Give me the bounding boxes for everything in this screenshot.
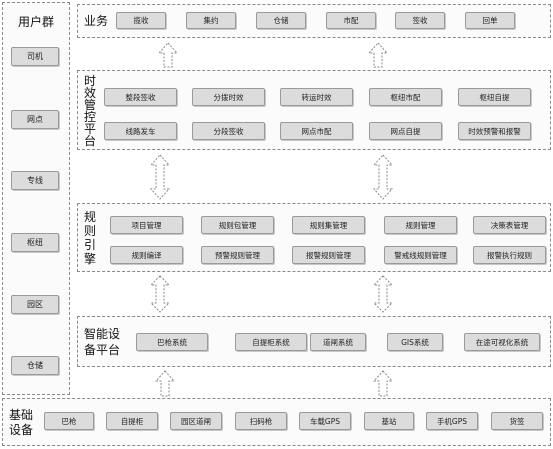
timeliness-title-3: 控 <box>84 110 97 124</box>
double-arrow-icon <box>149 154 171 200</box>
business-item: 签收 <box>395 12 445 29</box>
business-item: 揽收 <box>116 12 166 29</box>
user-item-warehouse: 仓储 <box>11 356 59 375</box>
double-arrow-icon <box>149 275 171 313</box>
smart-item: 自提柜系统 <box>235 333 307 351</box>
timeliness-title-5: 台 <box>84 134 97 148</box>
timeliness-title-0: 时 <box>84 74 97 88</box>
up-arrow-icon <box>154 370 176 397</box>
timeliness-item: 整段签收 <box>104 88 177 106</box>
infra-item: 园区道闸 <box>170 412 222 430</box>
timeliness-item: 枢纽自提 <box>458 88 531 106</box>
rules-item: 警戒线规则管理 <box>384 246 457 264</box>
infra-item: 基站 <box>364 412 414 430</box>
user-item-outlet: 网点 <box>11 110 59 129</box>
timeliness-item: 枢纽市配 <box>369 88 442 106</box>
rules-item: 规则编译 <box>110 246 183 264</box>
timeliness-item: 线路发车 <box>104 122 177 140</box>
timeliness-title-4: 平 <box>84 122 97 136</box>
timeliness-title-2: 管 <box>84 98 97 112</box>
rules-item: 规则包管理 <box>201 216 274 234</box>
smart-item: GIS系统 <box>387 333 443 351</box>
smart-item: 巴枪系统 <box>136 333 208 351</box>
business-item: 仓储 <box>256 12 306 29</box>
timeliness-title-1: 效 <box>84 86 97 100</box>
business-item: 集约 <box>186 12 236 29</box>
smart-item: 在途可视化系统 <box>464 333 540 351</box>
timeliness-item: 网点自提 <box>369 122 442 140</box>
user-item-driver: 司机 <box>11 47 59 66</box>
infra-item: 自提柜 <box>106 412 158 430</box>
timeliness-item: 分拨时效 <box>192 88 265 106</box>
rules-item: 预警规则管理 <box>201 246 274 264</box>
infra-item: 货签 <box>491 412 543 430</box>
infra-title-0: 基础 <box>9 408 34 422</box>
double-arrow-icon <box>372 154 394 200</box>
rules-title-1: 则 <box>84 224 97 238</box>
timeliness-item: 分段签收 <box>192 122 265 140</box>
timeliness-item: 转运时效 <box>280 88 353 106</box>
infra-item: 车载GPS <box>299 412 351 430</box>
smart-title-1: 备平台 <box>84 343 121 357</box>
business-item: 市配 <box>326 12 376 29</box>
infra-item: 巴枪 <box>44 412 94 430</box>
user-group-panel: 用户群 <box>2 2 70 395</box>
rules-item: 规则集管理 <box>292 216 365 234</box>
double-arrow-icon <box>372 275 394 313</box>
business-item: 回单 <box>465 12 515 29</box>
rules-title-2: 引 <box>84 238 97 252</box>
rules-item: 项目管理 <box>110 216 183 234</box>
smart-title-0: 智能设 <box>84 327 121 341</box>
user-item-park: 园区 <box>11 295 59 314</box>
rules-item: 报警执行规则 <box>473 246 546 264</box>
infra-title-1: 设备 <box>9 423 34 437</box>
timeliness-item: 网点市配 <box>280 122 353 140</box>
user-item-line: 专线 <box>11 171 59 190</box>
rules-title-3: 擎 <box>84 252 97 266</box>
smart-item: 道闸系统 <box>310 333 366 351</box>
up-arrow-icon <box>372 370 394 397</box>
infra-item: 手机GPS <box>426 412 478 430</box>
user-group-title: 用户群 <box>18 15 55 29</box>
rules-item: 报警规则管理 <box>292 246 365 264</box>
up-arrow-icon <box>157 42 179 68</box>
rules-item: 规则管理 <box>384 216 457 234</box>
infra-item: 扫码枪 <box>235 412 287 430</box>
user-item-hub: 枢纽 <box>11 233 59 252</box>
timeliness-item: 时效预警和报警 <box>458 122 531 140</box>
up-arrow-icon <box>367 42 389 68</box>
rules-item: 决策表管理 <box>473 216 546 234</box>
business-title: 业务 <box>84 14 109 28</box>
rules-title-0: 规 <box>84 210 97 224</box>
